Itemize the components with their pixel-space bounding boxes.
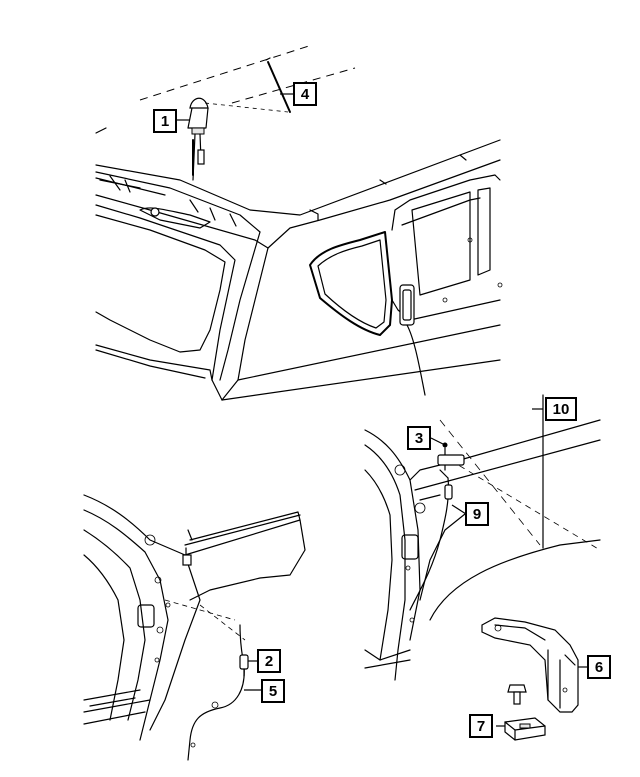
callout-5-label: 5 [269,683,277,700]
callout-4: 4 [293,82,317,106]
callout-9: 9 [465,502,489,526]
callout-9-label: 9 [473,506,481,523]
callout-3: 3 [407,426,431,450]
callout-2-label: 2 [265,653,273,670]
callout-7-label: 7 [477,718,485,735]
lower-right-view [364,394,601,741]
callout-6-label: 6 [595,659,603,676]
callout-10: 10 [545,397,577,421]
callout-7: 7 [469,714,493,738]
callout-1-label: 1 [161,113,169,130]
callout-10-label: 10 [553,401,570,418]
leader-lines [177,93,588,727]
callout-2: 2 [257,649,281,673]
callout-1: 1 [153,109,177,133]
lower-left-view [83,494,306,761]
callout-6: 6 [587,655,611,679]
top-vehicle-view [95,44,503,401]
callout-4-label: 4 [301,86,310,103]
callout-3-label: 3 [415,430,423,447]
callout-5: 5 [261,679,285,703]
